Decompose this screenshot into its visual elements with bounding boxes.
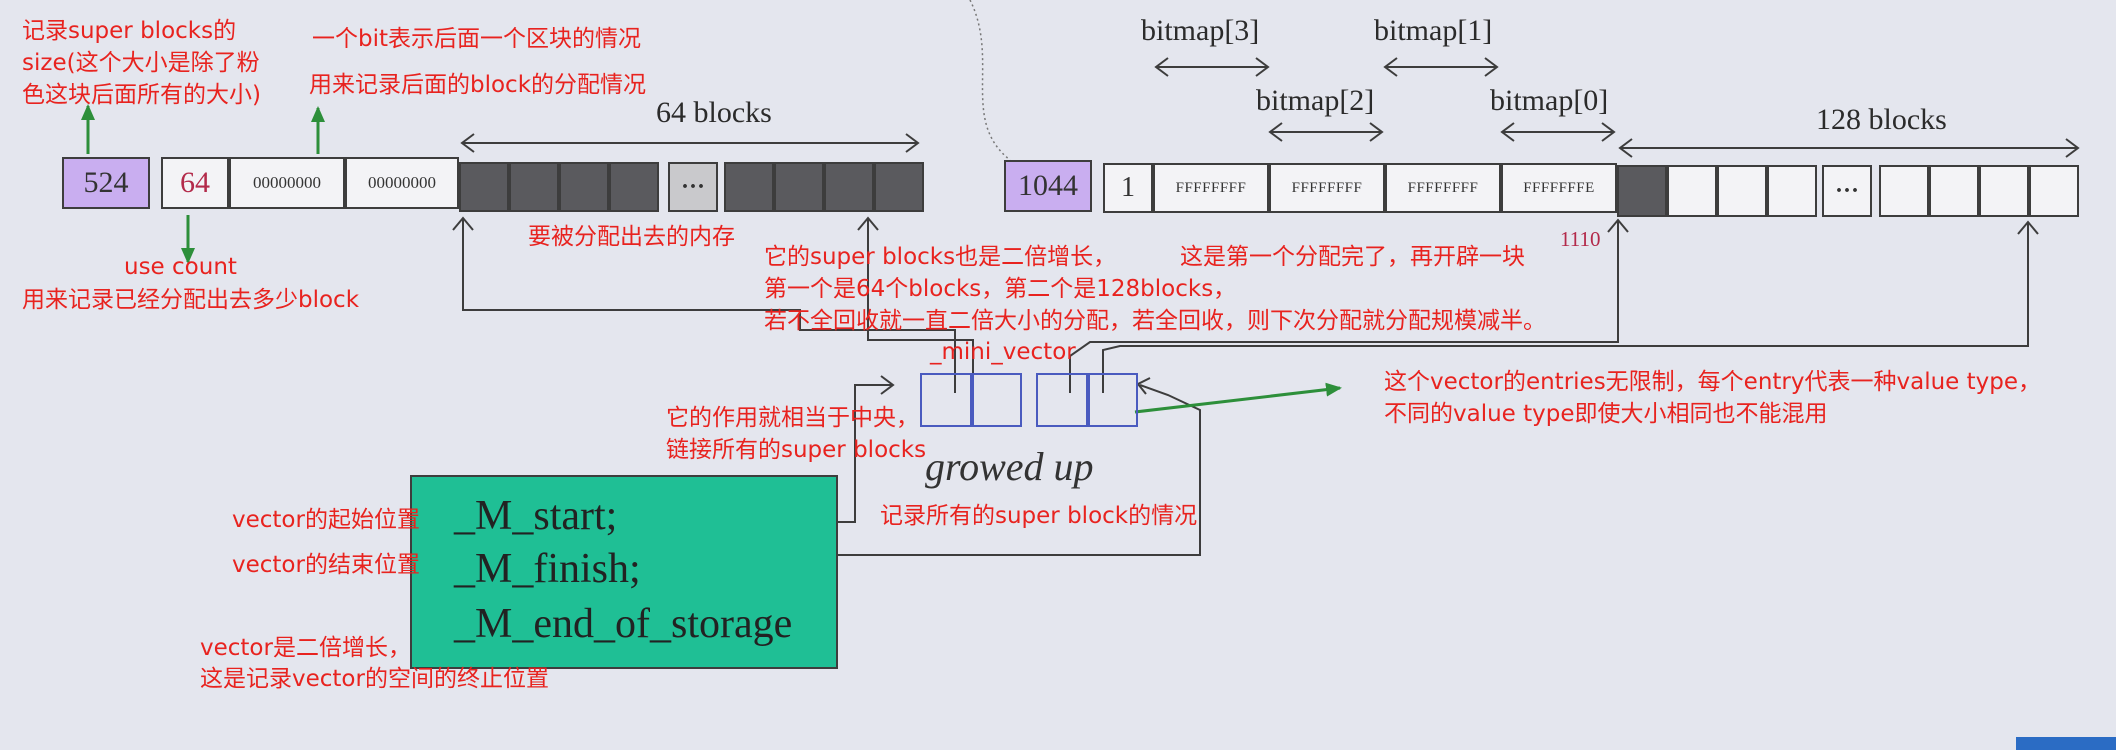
bitmap-cell: FFFFFFFE [1501, 163, 1617, 213]
bitmap-label-3: bitmap[3] [1141, 14, 1260, 47]
right-block-count: 128 blocks [1816, 103, 1947, 136]
memory-block [824, 162, 874, 212]
use-count-label: use count [124, 254, 237, 280]
left-block-count: 64 blocks [656, 96, 772, 129]
vector-struct-box [410, 475, 838, 669]
mini-vector-cell [972, 373, 1022, 427]
entries-note: 这个vector的entries无限制，每个entry代表一种value typ… [1384, 369, 2042, 395]
bitmap-label-0: bitmap[0] [1490, 84, 1609, 117]
memory-block [1617, 165, 1667, 217]
bitmap-cell: FFFFFFFF [1153, 163, 1269, 213]
m-end-of-storage-field: _M_end_of_storage [454, 601, 793, 647]
m-finish-field: _M_finish; [454, 546, 641, 592]
ellipsis-block: ··· [668, 162, 718, 212]
storage-note: 这是记录vector的空间的终止位置 [200, 666, 549, 692]
entries-note: 不同的value type即使大小相同也不能混用 [1384, 401, 1828, 427]
finish-note: vector的结束位置 [232, 552, 420, 578]
size-note-line: 色这块后面所有的大小) [22, 82, 261, 108]
memory-block [1979, 165, 2029, 217]
super-double-note: 第一个是64个blocks，第二个是128blocks， [764, 276, 1237, 302]
memory-block [1767, 165, 1817, 217]
size-note-line: 记录super blocks的 [22, 18, 237, 44]
use-count-note: 用来记录已经分配出去多少block [22, 287, 360, 313]
use-count-cell: 64 [161, 157, 229, 209]
storage-note: vector是二倍增长， [200, 635, 411, 661]
bitmap-cell: FFFFFFFF [1269, 163, 1385, 213]
memory-block [1929, 165, 1979, 217]
memory-block [609, 162, 659, 212]
bitmap-label-2: bitmap[2] [1256, 84, 1375, 117]
mini-vector-label: _mini_vector [930, 339, 1076, 365]
memory-block [509, 162, 559, 212]
memory-block [1717, 165, 1767, 217]
memory-block [874, 162, 924, 212]
growed-up-label: growed up [925, 444, 1094, 489]
ellipsis-block: ··· [1822, 165, 1872, 217]
bitmap-cell: FFFFFFFF [1385, 163, 1501, 213]
memory-block [774, 162, 824, 212]
bitmap-label-1: bitmap[1] [1374, 14, 1493, 47]
center-note: 它的作用就相当于中央， [666, 405, 919, 431]
memory-block [724, 162, 774, 212]
first-done-note: 这是第一个分配完了，再开辟一块 [1180, 244, 1525, 270]
alloc-memory-note: 要被分配出去的内存 [528, 224, 735, 250]
bitmap-purpose-note: 用来记录后面的block的分配情况 [309, 72, 647, 98]
bitmap-cell: 00000000 [229, 157, 345, 209]
memory-block [1879, 165, 1929, 217]
use-count-cell: 1 [1103, 163, 1153, 213]
mini-vector-cell [920, 373, 972, 427]
memory-block [459, 162, 509, 212]
start-note: vector的起始位置 [232, 507, 420, 533]
bitmap-bits-label: 1110 [1560, 227, 1601, 251]
memory-block [559, 162, 609, 212]
super-double-note: 它的super blocks也是二倍增长， [764, 244, 1117, 270]
record-all-note: 记录所有的super block的情况 [880, 503, 1198, 529]
mini-vector-cell [1088, 373, 1138, 427]
memory-block [1667, 165, 1717, 217]
bitmap-cell: 00000000 [345, 157, 459, 209]
memory-block [2029, 165, 2079, 217]
size-note-line: size(这个大小是除了粉 [22, 50, 260, 76]
m-start-field: _M_start; [454, 493, 618, 539]
bit-note: 一个bit表示后面一个区块的情况 [312, 26, 642, 52]
chunk-size-cell: 524 [62, 157, 150, 209]
chunk-size-cell: 1044 [1004, 160, 1092, 212]
center-note: 链接所有的super blocks [666, 437, 927, 463]
mini-vector-cell [1036, 373, 1088, 427]
corner-ui-element [2016, 737, 2116, 750]
super-double-note: 若不全回收就一直二倍大小的分配，若全回收，则下次分配就分配规模减半。 [764, 308, 1546, 334]
